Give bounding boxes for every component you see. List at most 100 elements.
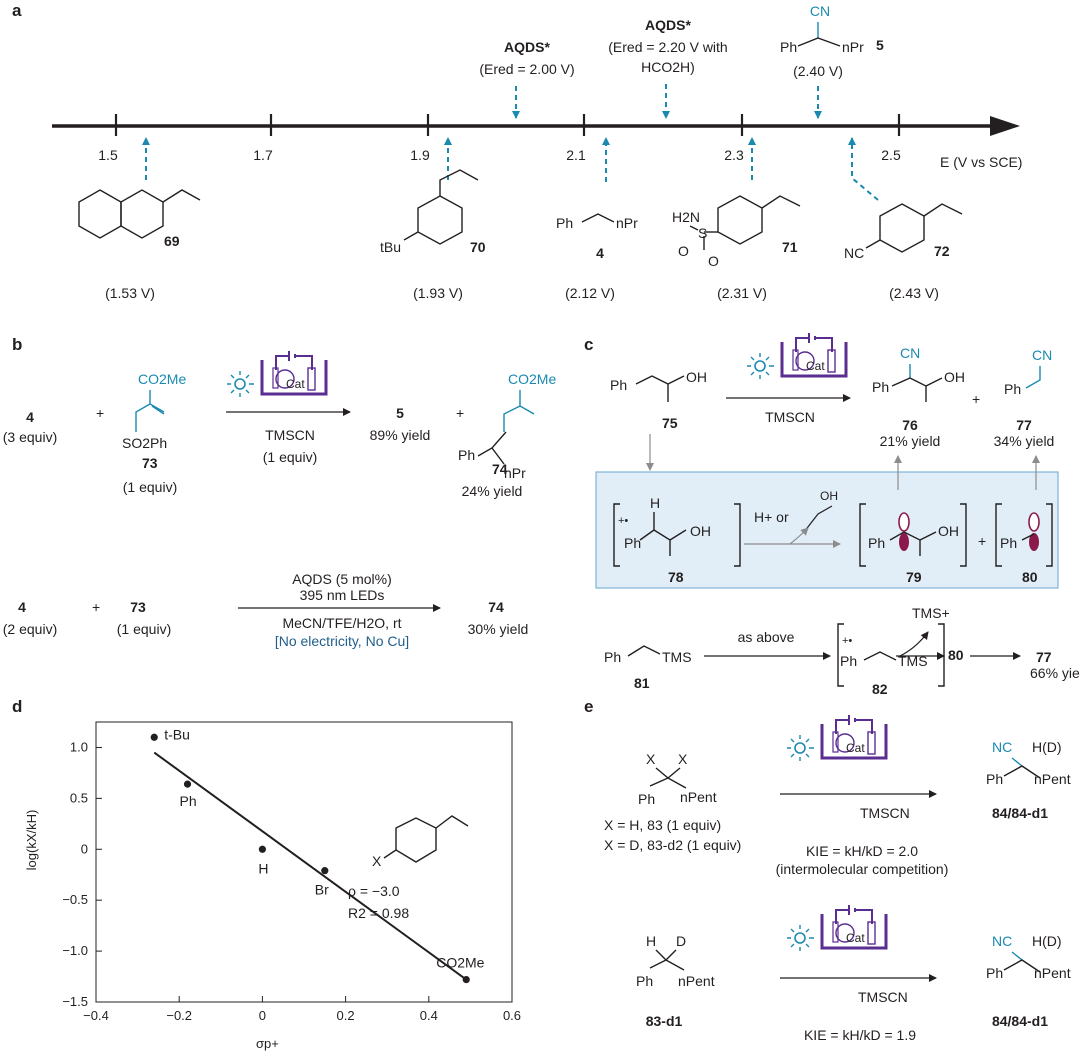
b-product-74-npr: nPr — [504, 465, 526, 481]
compound-70-potential: (1.93 V) — [413, 285, 463, 301]
c-product-76-oh: OH — [944, 369, 965, 385]
potential-axis-title: E (V vs SCE) — [940, 154, 1022, 170]
b-reagent-equiv: (1 equiv) — [123, 479, 177, 495]
c-hplus-or: H+ or — [754, 509, 789, 525]
c-arrow-to-80: 80 — [948, 647, 964, 663]
e-product-nc-1: NC — [992, 739, 1012, 755]
e-sm2-number: 83-d1 — [646, 1013, 683, 1029]
c-product-76-ph: Ph — [872, 379, 889, 395]
compound-70-tbu: tBu — [380, 239, 401, 255]
b-product-74-ph: Ph — [458, 447, 475, 463]
x-tick-label: −0.4 — [83, 1008, 109, 1023]
b-reagent-number: 73 — [142, 455, 158, 471]
e-product-hd-2: H(D) — [1032, 933, 1062, 949]
c-arrow-curl — [789, 527, 809, 545]
e-cat-label-2: Cat — [846, 931, 865, 945]
b2-reactant-73-equiv: (1 equiv) — [117, 621, 171, 637]
c-sm-81: Ph TMS 81 — [604, 645, 692, 691]
potential-tick-label: 2.3 — [724, 147, 744, 163]
y-tick-label: 0 — [81, 841, 88, 856]
compound-71-potential: (2.31 V) — [717, 285, 767, 301]
potential-tick-label: 2.1 — [566, 147, 586, 163]
product-5-marker: CN Ph nPr 5 (2.40 V) — [780, 3, 884, 119]
c-product-77: CN Ph 77 34% yield — [994, 347, 1055, 449]
c-product-76-number: 76 — [902, 417, 918, 433]
c-formaldehyde-bond — [803, 505, 833, 533]
e-photoelectro-icon-1 — [785, 713, 888, 763]
compound-4-ph: Ph — [556, 215, 573, 231]
c-int-78-number: 78 — [668, 569, 684, 585]
b-product-74-yield: 24% yield — [462, 483, 523, 499]
b-product-5-yield: 89% yield — [370, 427, 431, 443]
b2-condition-leds: 395 nm LEDs — [300, 587, 385, 603]
annotation-r2: R2 = 0.98 — [348, 905, 409, 921]
c-int-78-h: H — [650, 495, 660, 511]
x-tick-label: 0 — [259, 1008, 266, 1023]
c-int-80-ph: Ph — [1000, 535, 1017, 551]
compound-4-number: 4 — [596, 245, 604, 261]
y-tick-label: 0.5 — [70, 790, 88, 805]
product-5-ph: Ph — [780, 39, 797, 55]
compound-4-potential: (2.12 V) — [565, 285, 615, 301]
panel-d-label: d — [12, 697, 22, 716]
b-reagent-co2me: CO2Me — [138, 371, 186, 387]
product-5-npr: nPr — [842, 39, 864, 55]
c-sm-75-ph: Ph — [610, 377, 627, 393]
c-sm-75: Ph OH 75 — [610, 369, 707, 431]
data-point-label: t-Bu — [164, 726, 190, 742]
b2-plus: + — [92, 599, 100, 615]
y-tick-label: −1.5 — [62, 994, 88, 1009]
compound-69-potential: (1.53 V) — [105, 285, 155, 301]
y-tick-label: −1.0 — [62, 943, 88, 958]
b-plus-2: + — [456, 405, 464, 421]
c-mechanism-box — [595, 471, 1059, 589]
panel-a-label: a — [12, 1, 22, 20]
aqds-2-potential-line2: HCO2H) — [641, 59, 695, 75]
compound-71-number: 71 — [782, 239, 798, 255]
aqds-marker-1: AQDS* (Ered = 2.00 V) — [479, 39, 575, 119]
b-plus-1: + — [96, 405, 104, 421]
y-tick-label: 1.0 — [70, 739, 88, 754]
e-sm-83-d1: H D Ph nPent 83-d1 — [636, 933, 715, 1029]
potential-tick-label: 2.5 — [881, 147, 901, 163]
c-sm-81-tms: TMS — [662, 649, 692, 665]
data-point-label: CO2Me — [436, 955, 484, 971]
b-product-74: CO2Me Ph nPr 74 24% yield — [458, 371, 556, 499]
b2-condition-solvent: MeCN/TFE/H2O, rt — [282, 615, 401, 631]
e-kie-2: KIE = kH/kD = 1.9 — [804, 1027, 916, 1043]
c-final-yield: 66% yield — [1030, 665, 1080, 681]
b2-product-74: 74 — [488, 599, 504, 615]
b-cat-label: Cat — [286, 377, 305, 391]
c-int-78-oh: OH — [690, 523, 711, 539]
compound-70-number: 70 — [470, 239, 486, 255]
inset-x: X — [372, 853, 382, 869]
e-product-pent-1: nPent — [1034, 771, 1071, 787]
c-int-82-radical: +• — [842, 635, 852, 647]
panel-b-label: b — [12, 335, 22, 354]
c-condition-tmscn: TMSCN — [765, 409, 815, 425]
x-tick-label: 0.2 — [337, 1008, 355, 1023]
data-point — [258, 845, 266, 853]
e-product-number-1: 84/84-d1 — [992, 805, 1048, 821]
aqds-2-potential-line1: (Ered = 2.20 V with — [608, 39, 727, 55]
b2-reactant-4: 4 — [18, 599, 26, 615]
potential-tick-label: 1.5 — [98, 147, 118, 163]
e-product-84-a: NC H(D) Ph nPent 84/84-d1 — [986, 739, 1071, 821]
b2-condition-note: [No electricity, No Cu] — [275, 633, 409, 649]
panel-c-label: c — [584, 335, 593, 354]
compound-4: Ph nPr 4 (2.12 V) — [556, 213, 638, 301]
c-int-82-number: 82 — [872, 681, 888, 697]
e-product-number-2: 84/84-d1 — [992, 1013, 1048, 1029]
potential-tick-label: 1.9 — [410, 147, 430, 163]
compound-71-o2: O — [708, 253, 719, 269]
c-formaldehyde-oh: OH — [820, 489, 838, 503]
c-product-77-cn: CN — [1032, 347, 1052, 363]
data-point — [183, 780, 192, 788]
c-int-82-ph: Ph — [840, 653, 857, 669]
c-int-82-tms: TMS — [898, 653, 928, 669]
c-int-79-number: 79 — [906, 569, 922, 585]
b-photoelectro-icon — [225, 349, 328, 399]
e-sm-line2: X = D, 83-d2 (1 equiv) — [604, 837, 741, 853]
compound-71-o1: O — [678, 243, 689, 259]
